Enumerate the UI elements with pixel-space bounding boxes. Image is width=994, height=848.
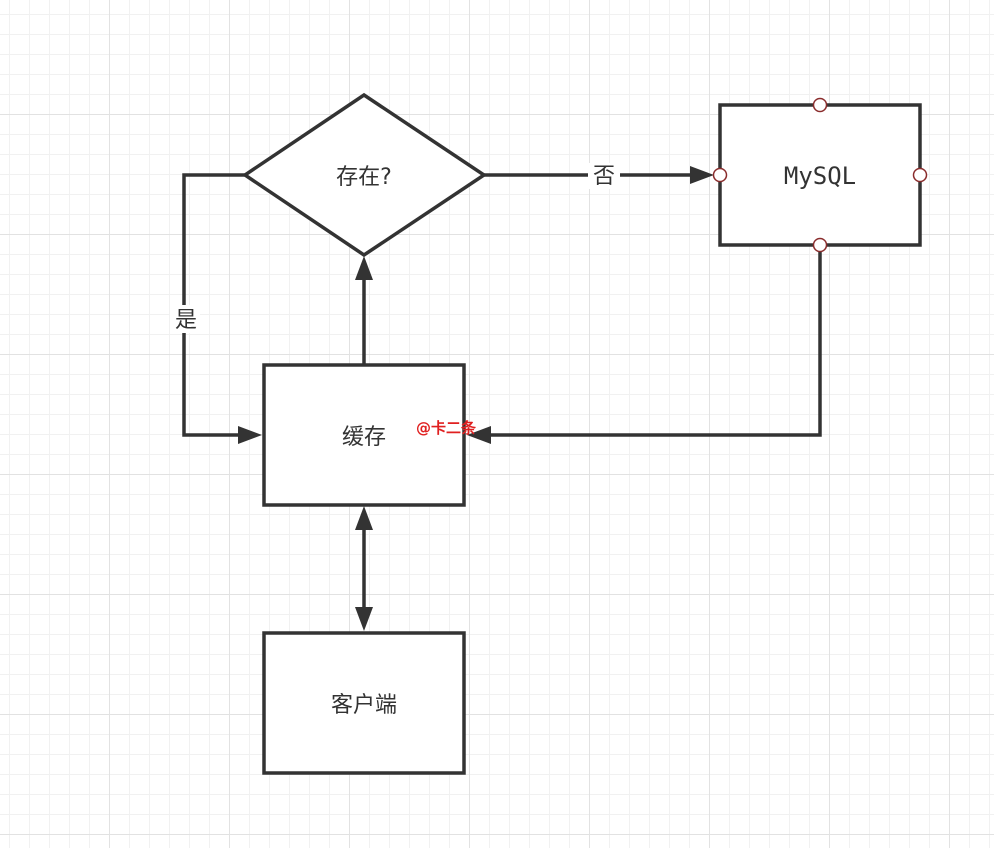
edge-label-no-bg [588, 163, 620, 189]
decision-node[interactable]: 存在? [241, 92, 488, 258]
cache-label: 缓存 [342, 425, 386, 450]
cache-node[interactable]: 缓存 [262, 363, 466, 507]
client-node[interactable]: 客户端 [262, 631, 466, 775]
edge-mysql-to-cache [485, 245, 822, 437]
edge-label-yes: 是 [175, 308, 197, 333]
decision-diamond [241, 92, 488, 258]
arrowhead-to-mysql [690, 166, 714, 184]
edge-label-yes-bg [170, 305, 200, 333]
connection-port-right[interactable] [912, 167, 928, 183]
arrowhead-yes-to-cache [238, 426, 262, 444]
client-box [262, 631, 466, 775]
mysql-node[interactable]: MySQL [712, 97, 928, 253]
arrowhead-to-decision [355, 256, 373, 280]
connection-port-bottom[interactable] [812, 237, 828, 253]
decision-label: 存在? [336, 165, 392, 190]
arrowhead-mysql-to-cache [467, 426, 491, 444]
arrowhead-to-cache-from-client [355, 506, 373, 530]
mysql-label: MySQL [784, 162, 856, 190]
watermark-text: @卡二条 [416, 419, 477, 437]
arrowhead-to-client [355, 607, 373, 631]
cache-box [262, 363, 466, 507]
connection-port-left[interactable] [712, 167, 728, 183]
edge-label-no: 否 [593, 164, 615, 189]
connection-port-top[interactable] [812, 97, 828, 113]
client-label: 客户端 [331, 693, 397, 718]
